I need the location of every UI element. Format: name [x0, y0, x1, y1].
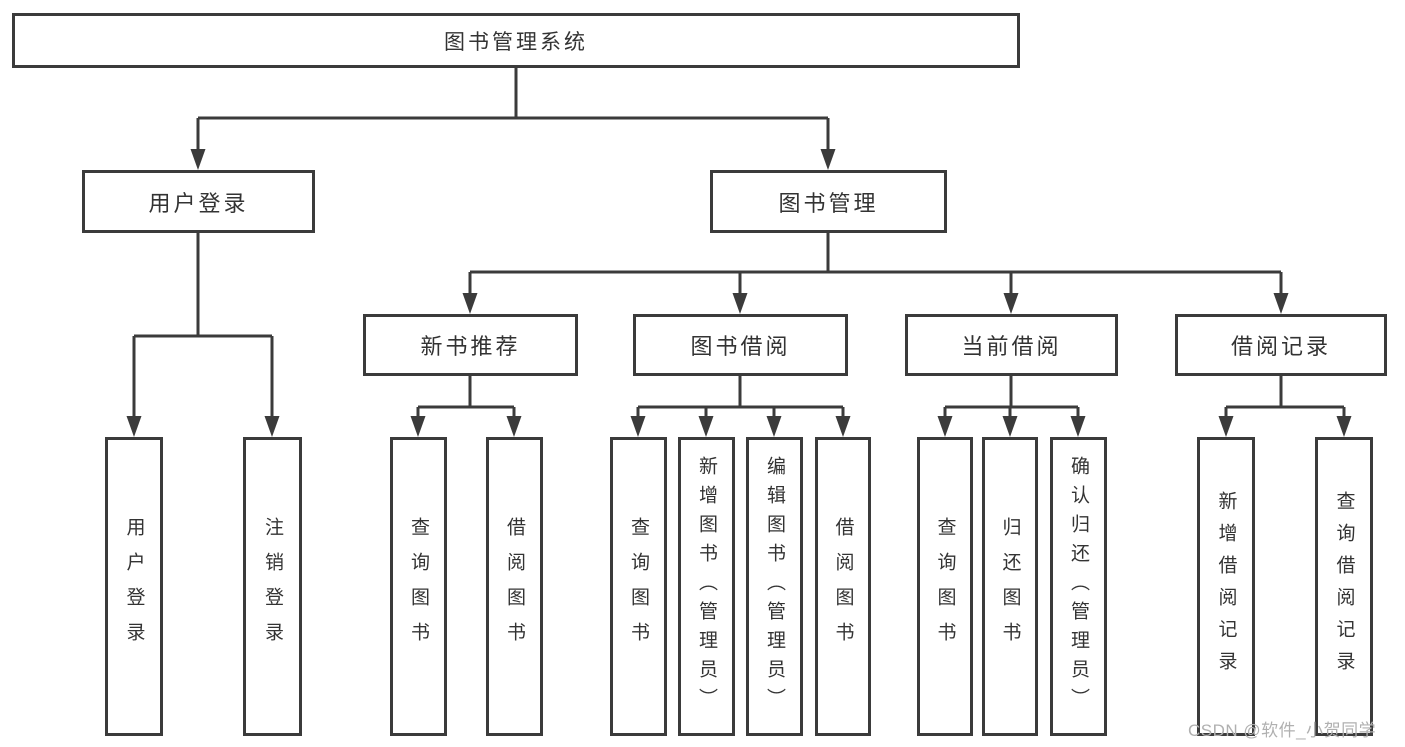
node-label: 新增借阅记录	[1215, 490, 1237, 683]
node-label: 查询图书	[934, 516, 956, 657]
node-label: 查询图书	[628, 516, 649, 657]
connector-current-borrow-to-leaves	[943, 376, 1080, 419]
node-label: 查询借阅记录	[1333, 490, 1355, 683]
leaf-borrow-query-books: 查询图书	[610, 437, 667, 736]
leaf-borrow-edit-book-admin: 编辑图书（管理员）	[746, 437, 803, 736]
node-library-system-root: 图书管理系统	[12, 13, 1020, 68]
node-new-book-recommend: 新书推荐	[363, 314, 578, 376]
leaf-logout-login: 注销登录	[243, 437, 302, 736]
connector-root-to-level1	[196, 67, 830, 152]
connector-borrow-records-to-leaves	[1224, 376, 1346, 419]
node-label: 当前借阅	[961, 334, 1062, 359]
csdn-watermark: CSDN @软件_小贺同学	[1188, 721, 1377, 740]
node-label: 借阅记录	[1230, 334, 1331, 359]
connector-book-borrow-to-leaves	[636, 376, 845, 419]
node-label: 图书管理系统	[444, 30, 588, 54]
node-label: 查询图书	[408, 516, 429, 657]
node-label: 借阅图书	[832, 516, 854, 657]
connector-new-book-rec-to-leaves	[416, 376, 516, 419]
node-book-management: 图书管理	[710, 170, 947, 233]
node-label: 用户登录	[123, 516, 145, 657]
node-label: 确认归还（管理员）	[1068, 456, 1089, 717]
node-user-login: 用户登录	[82, 170, 315, 233]
arrowheads	[126, 149, 1352, 437]
leaf-borrow-borrow-books: 借阅图书	[815, 437, 871, 736]
leaf-current-confirm-return-admin: 确认归还（管理员）	[1050, 437, 1107, 736]
connector-user-login-to-leaves	[132, 233, 274, 419]
leaf-newrec-query-books: 查询图书	[390, 437, 447, 736]
node-label: 编辑图书（管理员）	[764, 456, 785, 717]
node-borrowing-records: 借阅记录	[1175, 314, 1387, 376]
node-current-borrowing: 当前借阅	[905, 314, 1118, 376]
leaf-current-return-books: 归还图书	[982, 437, 1038, 736]
leaf-records-add-record: 新增借阅记录	[1197, 437, 1255, 736]
node-label: 新增图书（管理员）	[696, 456, 717, 717]
leaf-records-query-record: 查询借阅记录	[1315, 437, 1373, 736]
node-label: 归还图书	[999, 516, 1021, 657]
connector-book-mgmt-to-level2	[468, 233, 1283, 296]
leaf-borrow-add-book-admin: 新增图书（管理员）	[678, 437, 735, 736]
leaf-current-query-books: 查询图书	[917, 437, 973, 736]
node-label: 图书管理	[778, 190, 879, 216]
node-label: 用户登录	[148, 190, 249, 216]
node-label: 图书借阅	[690, 334, 791, 359]
node-book-borrowing: 图书借阅	[633, 314, 848, 376]
leaf-user-login: 用户登录	[105, 437, 163, 736]
node-label: 新书推荐	[420, 334, 521, 359]
node-label: 借阅图书	[504, 516, 525, 657]
node-label: 注销登录	[262, 516, 283, 657]
leaf-newrec-borrow-books: 借阅图书	[486, 437, 543, 736]
